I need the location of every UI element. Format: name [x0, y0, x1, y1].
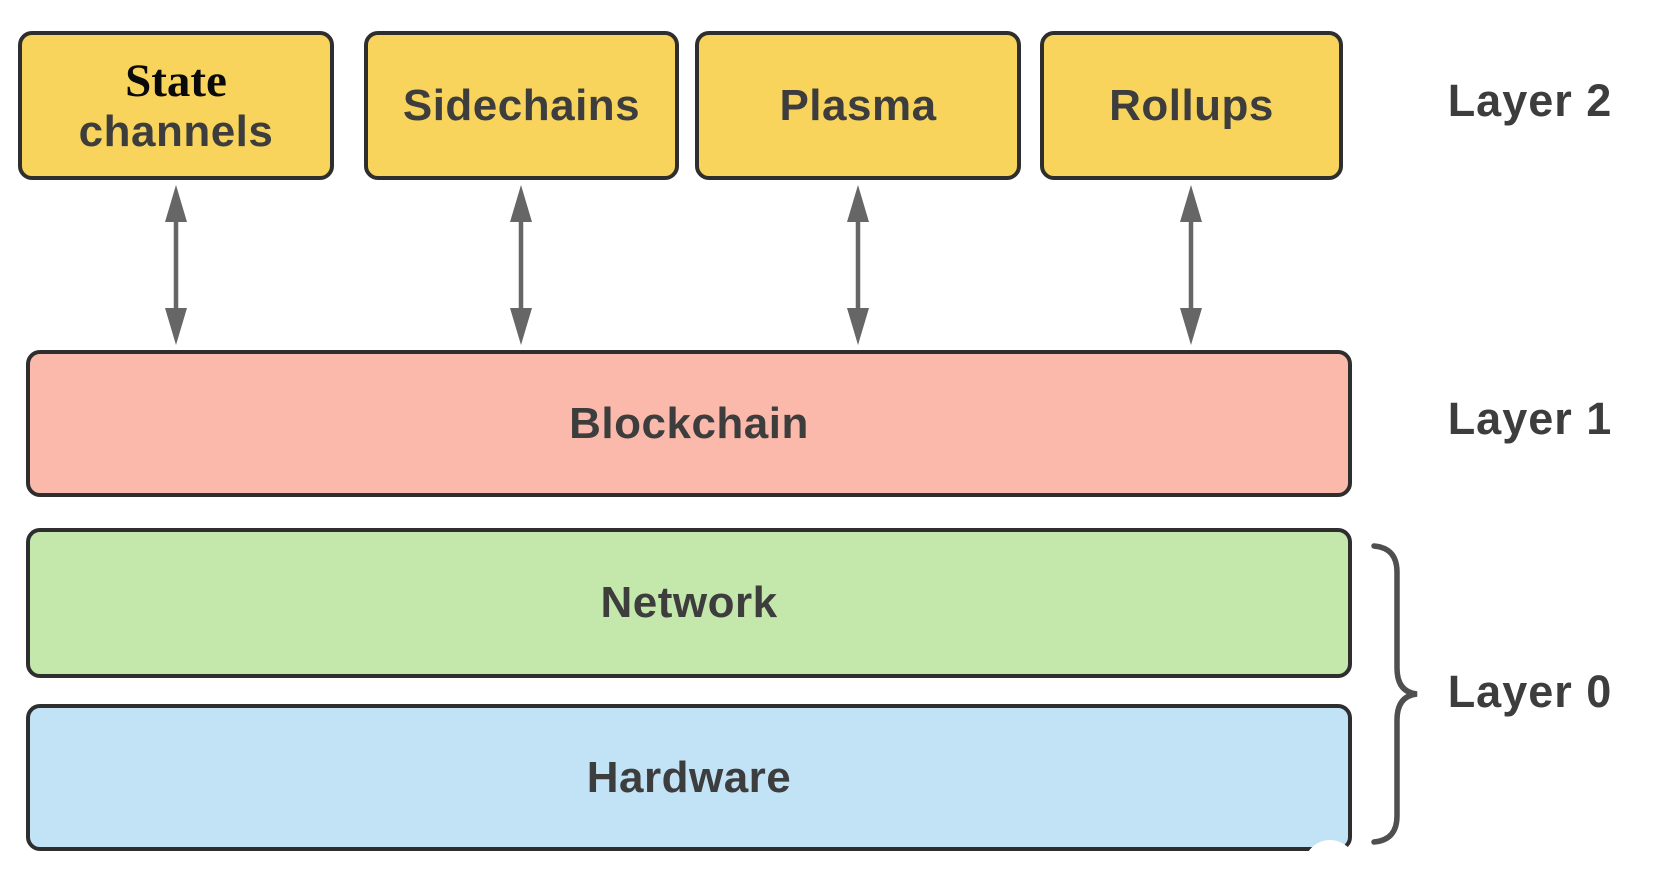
- state-channels-label-line2: channels: [78, 106, 274, 156]
- state-channels-label-line1: State: [125, 54, 227, 107]
- plasma-label: Plasma: [779, 80, 937, 130]
- hardware-label: Hardware: [586, 752, 792, 802]
- blockchain-label: Blockchain: [569, 398, 809, 448]
- plasma-box: Plasma: [695, 31, 1021, 180]
- sidechains-label: Sidechains: [402, 80, 641, 130]
- sidechains-blockchain-arrow: [510, 185, 532, 345]
- plasma-blockchain-arrow: [847, 185, 869, 345]
- blockchain-box: Blockchain: [26, 350, 1352, 497]
- rollups-blockchain-arrow: [1180, 185, 1202, 345]
- state-channels-blockchain-arrow: [165, 185, 187, 345]
- network-box: Network: [26, 528, 1352, 678]
- layer-2-label: Layer 2: [1447, 75, 1613, 126]
- sidechains-box: Sidechains: [364, 31, 679, 180]
- watermark-blob: [1304, 840, 1356, 874]
- hardware-box: Hardware: [26, 704, 1352, 851]
- rollups-box: Rollups: [1040, 31, 1343, 180]
- layer-0-label: Layer 0: [1447, 666, 1613, 717]
- network-label: Network: [600, 578, 778, 627]
- state-channels-box: State channels: [18, 31, 334, 180]
- layer-1-label: Layer 1: [1447, 393, 1613, 444]
- rollups-label: Rollups: [1109, 80, 1274, 130]
